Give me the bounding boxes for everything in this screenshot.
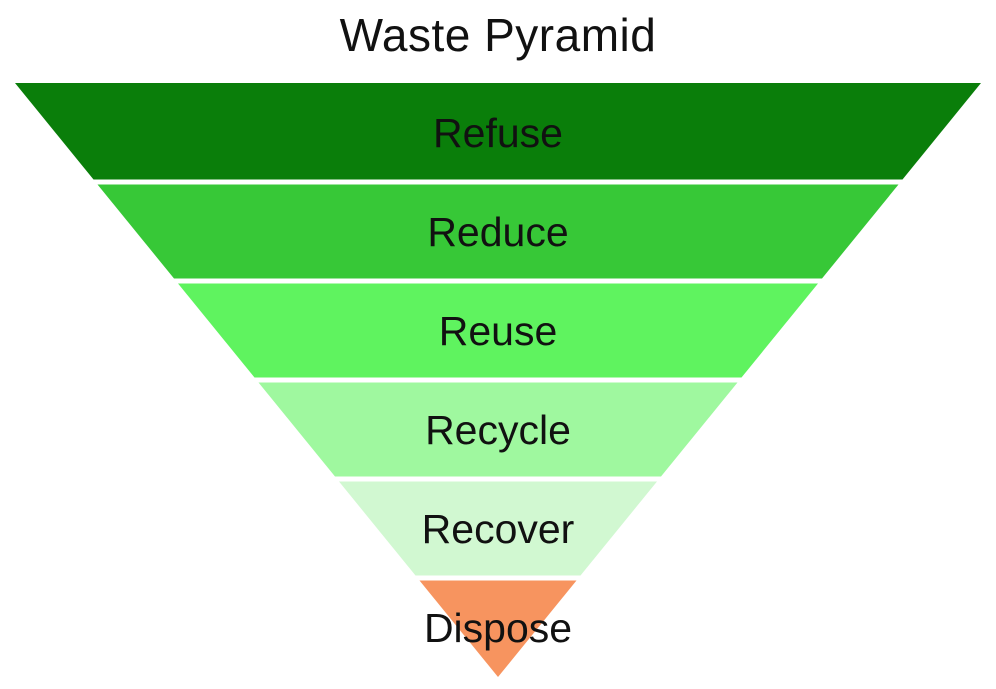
- pyramid-level-shape-reduce: [97, 184, 899, 279]
- diagram-title: Waste Pyramid: [339, 9, 657, 61]
- pyramid-level-shape-recycle: [258, 382, 738, 477]
- pyramid-level-shape-dispose: [419, 580, 577, 677]
- pyramid-level-shape-reuse: [178, 283, 818, 378]
- pyramid-level-shape-refuse: [15, 83, 981, 180]
- pyramid-level-shape-recover: [339, 481, 657, 576]
